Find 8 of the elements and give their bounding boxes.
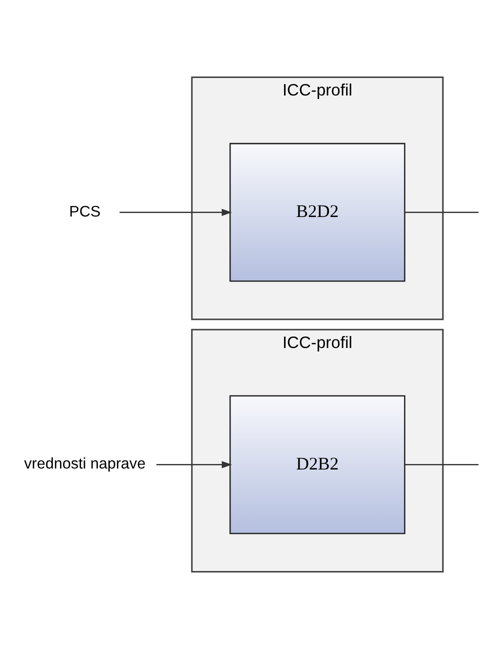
connector	[404, 464, 478, 465]
node-text: vrednosti naprave	[24, 455, 146, 472]
arrow	[156, 460, 232, 468]
connector	[404, 211, 478, 212]
node-text: PCS	[69, 202, 101, 220]
node-box: D2B2	[229, 394, 406, 534]
node-box: B2D2	[229, 142, 406, 282]
arrow	[120, 208, 232, 216]
